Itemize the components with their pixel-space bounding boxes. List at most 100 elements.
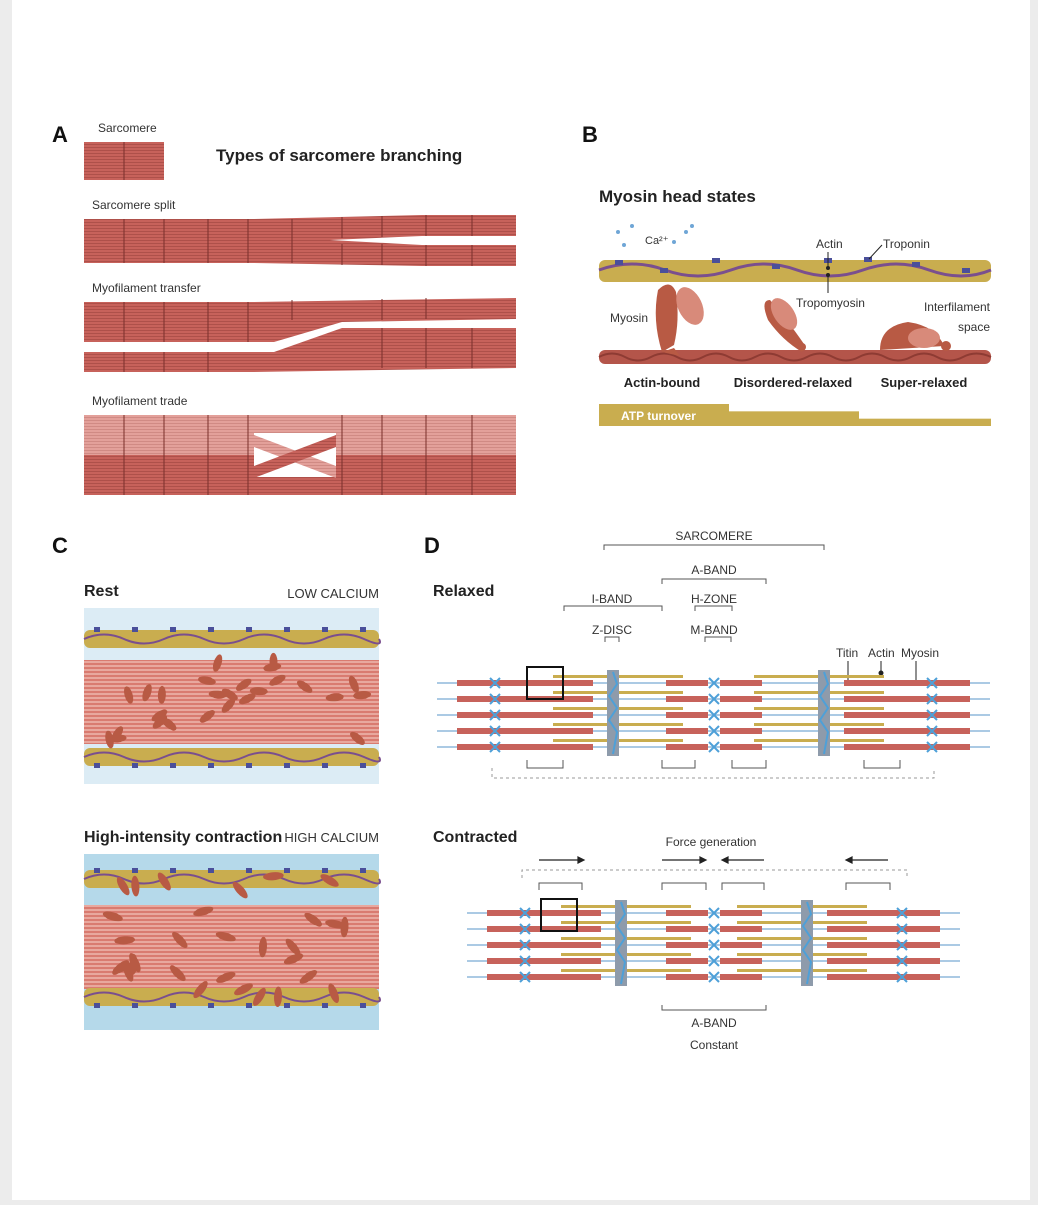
relaxed-dashed-outline bbox=[491, 768, 935, 779]
myosin-head bbox=[249, 687, 268, 696]
myosin-label-d: Myosin bbox=[901, 646, 939, 660]
sarcomere-split-fiber bbox=[84, 215, 516, 266]
z-disc-label: Z-DISC bbox=[592, 623, 632, 637]
myosin-filament bbox=[666, 958, 708, 964]
troponin-mark bbox=[132, 763, 138, 768]
thin-filament bbox=[598, 257, 992, 282]
myofilament-transfer-label: Myofilament transfer bbox=[92, 281, 201, 295]
myosin-label: Myosin bbox=[610, 311, 648, 325]
myosin-head bbox=[161, 717, 177, 731]
myosin-filament bbox=[844, 728, 970, 734]
troponin-mark bbox=[322, 627, 328, 632]
troponin-label: Troponin bbox=[883, 237, 930, 251]
myosin-head bbox=[116, 877, 130, 896]
troponin-mark bbox=[246, 763, 252, 768]
troponin-mark bbox=[170, 627, 176, 632]
myosin-head bbox=[131, 875, 140, 897]
myosin-filament bbox=[457, 696, 593, 702]
rest-illustration bbox=[83, 608, 381, 784]
panel-d-letter: D bbox=[424, 533, 440, 558]
myosin-head bbox=[234, 983, 253, 996]
troponin-mark bbox=[170, 1003, 176, 1008]
myosin-head bbox=[285, 938, 301, 956]
troponin-mark bbox=[360, 1003, 366, 1008]
troponin-mark bbox=[132, 868, 138, 873]
myosin-filament bbox=[666, 744, 708, 750]
myosin-filament bbox=[487, 942, 601, 948]
myosin-filament bbox=[720, 910, 762, 916]
sarcomere-split-label: Sarcomere split bbox=[92, 198, 176, 212]
relaxed-title: Relaxed bbox=[433, 583, 494, 600]
panel-a-letter: A bbox=[52, 122, 68, 147]
troponin-mark bbox=[322, 1003, 328, 1008]
panel-c-letter: C bbox=[52, 533, 68, 558]
myosin-filament bbox=[844, 696, 970, 702]
myosin-filament bbox=[487, 910, 601, 916]
myosin-head bbox=[114, 936, 136, 945]
troponin-mark bbox=[170, 868, 176, 873]
myosin-head bbox=[325, 919, 346, 929]
troponin-mark bbox=[208, 763, 214, 768]
myosin-head bbox=[157, 685, 166, 704]
myosin-head bbox=[142, 684, 152, 702]
myosin-head bbox=[320, 874, 339, 887]
sarcomere-bracket-label: SARCOMERE bbox=[675, 529, 752, 543]
state-super-relaxed: Super-relaxed bbox=[881, 375, 968, 390]
titin-label: Titin bbox=[836, 646, 858, 660]
myosin-head bbox=[325, 693, 344, 702]
myosin-head bbox=[198, 676, 216, 685]
myosin-head bbox=[263, 663, 282, 672]
panel-a-title: Types of sarcomere branching bbox=[216, 146, 462, 165]
high-calcium-label: HIGH CALCIUM bbox=[284, 830, 379, 845]
troponin-mark bbox=[360, 627, 366, 632]
troponin-mark bbox=[284, 868, 290, 873]
troponin-mark bbox=[284, 627, 290, 632]
myosin-head bbox=[283, 953, 304, 965]
myosin-head bbox=[102, 911, 123, 922]
myosin-head bbox=[193, 906, 214, 917]
myosin-filament bbox=[666, 728, 708, 734]
atp-bar-1 bbox=[729, 411, 859, 426]
myosin-head bbox=[252, 987, 266, 1006]
myosin-head bbox=[122, 962, 134, 982]
myosin-filament bbox=[827, 942, 940, 948]
troponin-mark bbox=[170, 763, 176, 768]
myosin-filament bbox=[666, 910, 708, 916]
force-arrows bbox=[539, 856, 888, 864]
myosin-head bbox=[208, 690, 227, 699]
myosin-head-actin-bound bbox=[655, 284, 704, 356]
troponin-mark bbox=[94, 763, 100, 768]
contracted-highlight-box bbox=[540, 898, 578, 932]
panel-b: B Myosin head states Ca²⁺ Actin Troponin… bbox=[582, 122, 992, 426]
myosin-filament bbox=[487, 974, 601, 980]
myosin-head-disordered-relaxed bbox=[764, 298, 806, 352]
myosin-head bbox=[232, 881, 248, 899]
myofilament-trade-label: Myofilament trade bbox=[92, 394, 188, 408]
myosin-filament bbox=[720, 712, 762, 718]
myosin-head bbox=[124, 686, 134, 704]
troponin-mark bbox=[246, 868, 252, 873]
panel-b-letter: B bbox=[582, 122, 598, 147]
myosin-filament bbox=[720, 958, 762, 964]
troponin-mark bbox=[208, 627, 214, 632]
h-zone-label: H-ZONE bbox=[691, 592, 737, 606]
interfilament-label-1: Interfilament bbox=[924, 300, 991, 314]
myosin-filament bbox=[457, 728, 593, 734]
myosin-head bbox=[340, 916, 349, 938]
i-band-label: I-BAND bbox=[592, 592, 633, 606]
troponin-mark bbox=[208, 868, 214, 873]
myosin-filament bbox=[827, 974, 940, 980]
contracted-sarcomere-diagram bbox=[467, 900, 960, 986]
constant-label: Constant bbox=[690, 1038, 739, 1052]
myosin-filament bbox=[666, 974, 708, 980]
myosin-filament bbox=[720, 942, 762, 948]
myosin-filament bbox=[720, 974, 762, 980]
atp-bar-2 bbox=[859, 418, 991, 426]
myosin-head bbox=[169, 965, 186, 982]
calcium-label: Ca²⁺ bbox=[645, 235, 669, 247]
a-band-bottom-label: A-BAND bbox=[691, 1016, 737, 1030]
troponin-mark bbox=[360, 868, 366, 873]
myosin-head bbox=[273, 986, 283, 1008]
troponin-mark bbox=[94, 868, 100, 873]
troponin-mark bbox=[132, 627, 138, 632]
